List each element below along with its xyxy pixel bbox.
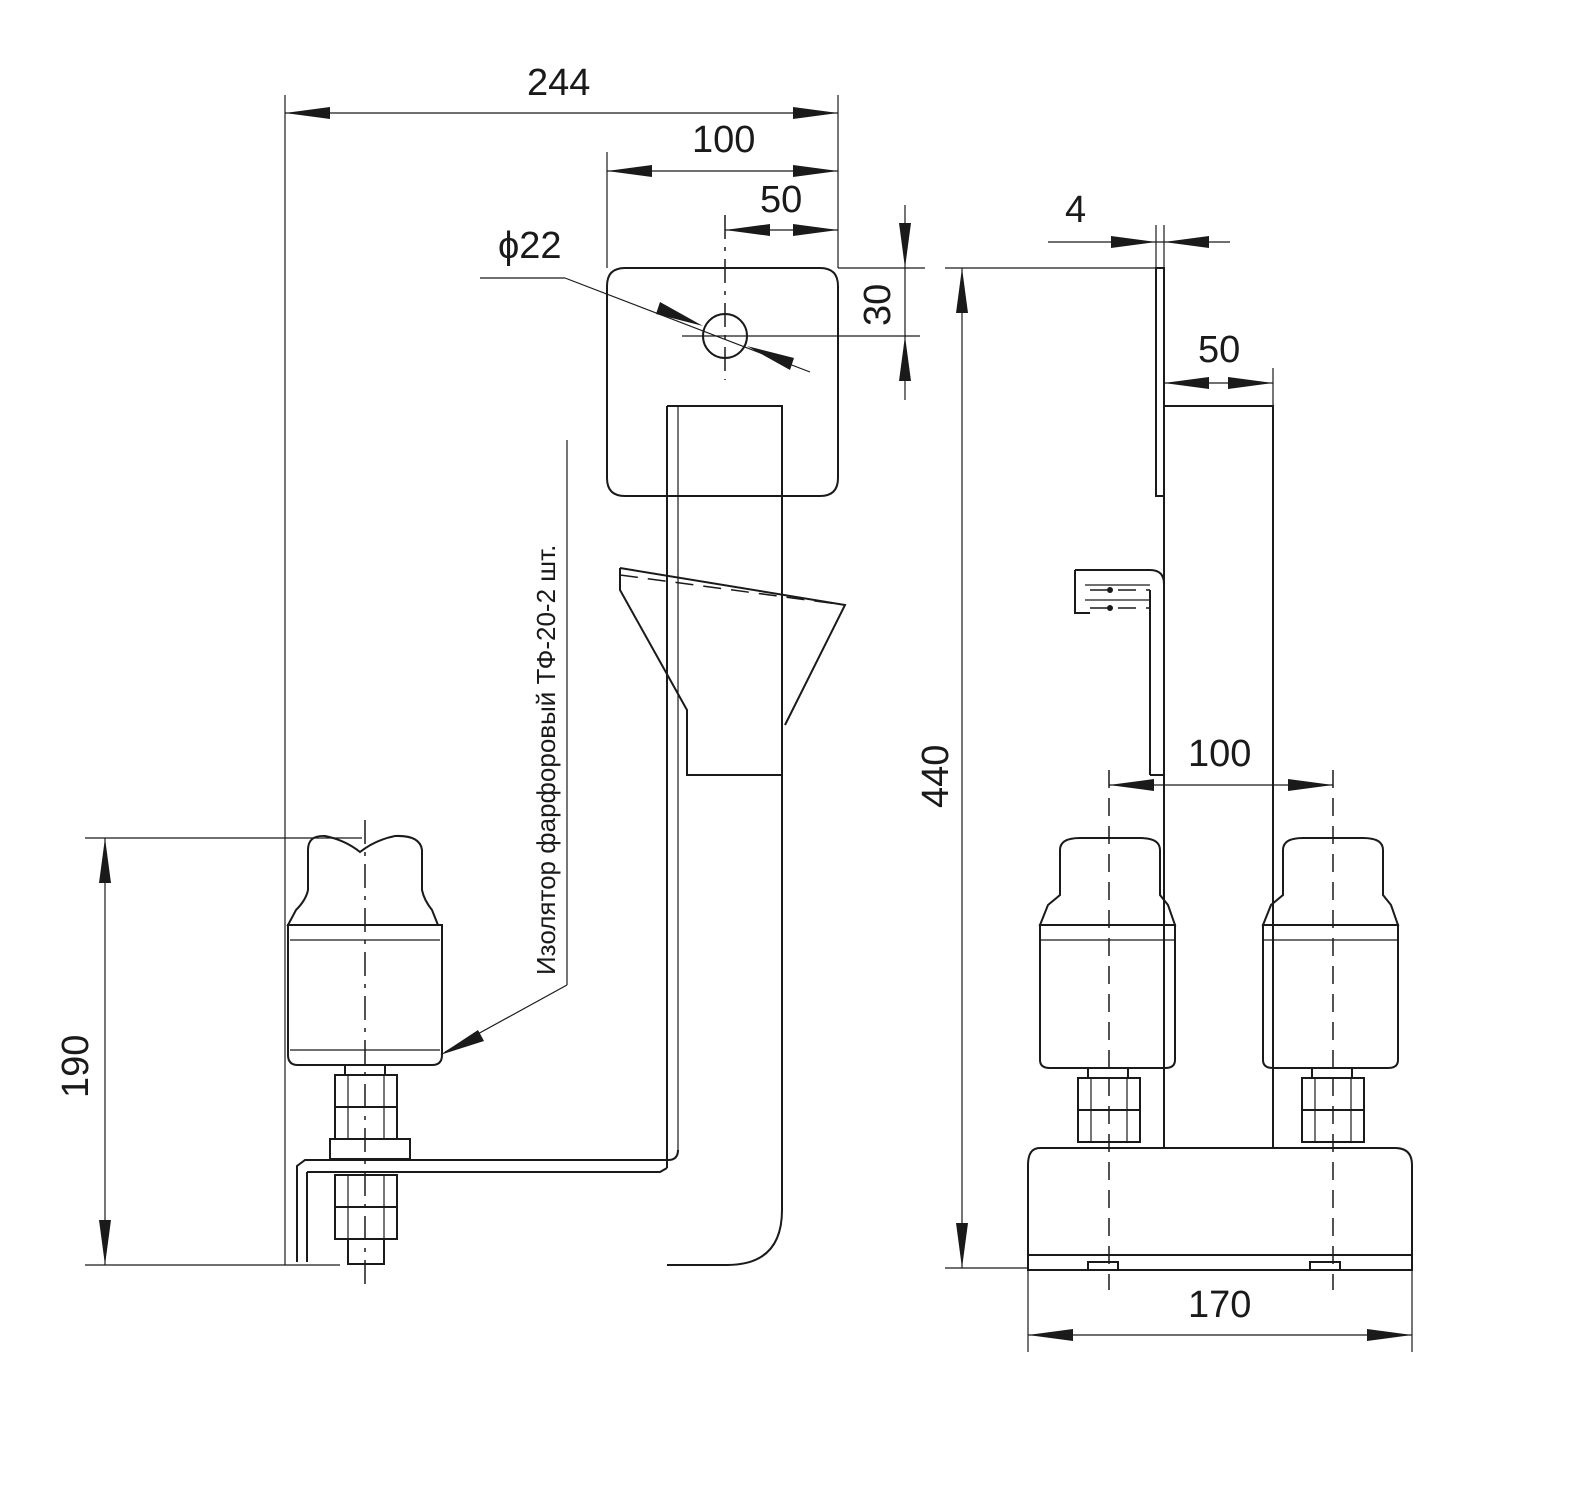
side-bracket — [1074, 569, 1165, 776]
dim-440: 440 — [915, 745, 957, 808]
dim-phi22: ϕ22 — [498, 225, 562, 267]
front-plate — [1155, 267, 1165, 497]
dim-244: 244 — [527, 62, 590, 104]
mounting-plate — [606, 267, 839, 497]
dimension-labels: 244 100 50 ϕ22 30 4 50 440 100 170 190 И… — [55, 62, 1251, 1326]
side-view — [286, 215, 920, 1285]
dim-50-right: 50 — [1198, 329, 1240, 371]
wedge-piece — [619, 567, 847, 776]
dim-190: 190 — [55, 1035, 97, 1098]
insulator-front-right — [1261, 770, 1400, 1290]
insulator-note: Изолятор фарфоровый ТФ-20-2 шт. — [531, 545, 561, 975]
dim-100-top: 100 — [692, 119, 755, 161]
dim-30: 30 — [857, 284, 899, 326]
bracket-bar — [667, 405, 783, 1266]
insulator-front-left — [1038, 770, 1177, 1290]
dimension-lines — [85, 95, 1413, 1352]
dim-50-top: 50 — [760, 179, 802, 221]
dim-100-spacing: 100 — [1188, 733, 1251, 775]
dim-170: 170 — [1188, 1284, 1251, 1326]
base-block — [1027, 1147, 1413, 1256]
dim-4: 4 — [1065, 189, 1086, 231]
front-view — [1027, 267, 1413, 1290]
insulator-side — [286, 820, 443, 1285]
